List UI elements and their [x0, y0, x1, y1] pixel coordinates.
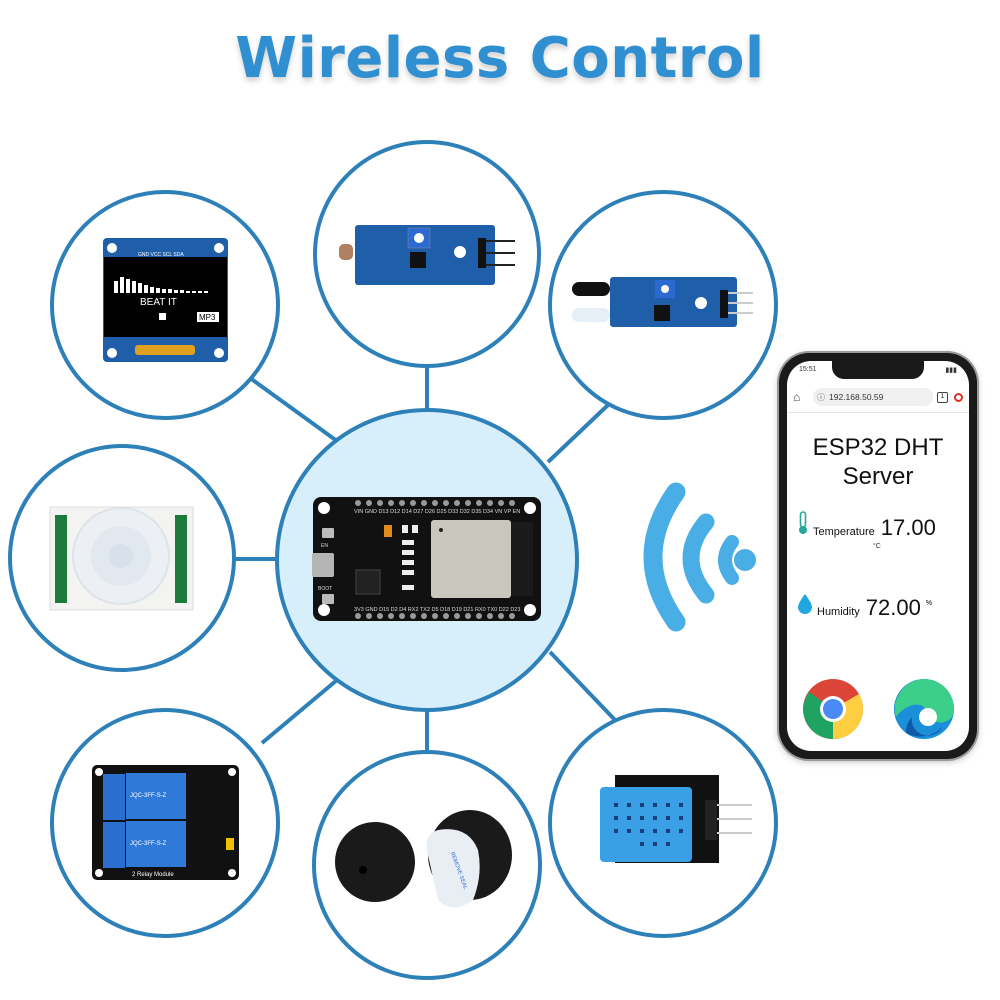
smartphone: 15:51 ▮▮▮ ⌂ ⓘ 192.168.50.59 1 ESP32 DHT …	[779, 353, 977, 759]
svg-text:2 Relay Module: 2 Relay Module	[132, 872, 174, 878]
svg-text:VIN GND D13 D12 D14 D27 D26 D2: VIN GND D13 D12 D14 D27 D26 D25 D33 D32 …	[354, 509, 520, 515]
temperature-unit: °C	[873, 543, 881, 550]
temperature-value: 17.00	[880, 515, 936, 540]
svg-text:3V3 GND D15 D2 D4 RX2 TX2 D5 D: 3V3 GND D15 D2 D4 RX2 TX2 D5 D18 D19 D21…	[354, 607, 520, 613]
chrome-icon[interactable]	[801, 677, 865, 741]
humidity-unit: %	[925, 600, 933, 607]
home-icon[interactable]: ⌂	[793, 390, 801, 404]
wifi-signal-icon	[643, 482, 756, 632]
status-time: 15:51	[799, 366, 817, 373]
buzzer-module: REMOVE SEAL	[335, 810, 512, 908]
svg-text:EN: EN	[321, 543, 328, 549]
edge-icon[interactable]	[892, 677, 956, 741]
svg-text:JQC-3FF-S-Z: JQC-3FF-S-Z	[130, 841, 167, 847]
phone-notch	[832, 361, 924, 379]
page-heading: ESP32 DHT Server	[787, 433, 969, 491]
url-text: 192.168.50.59	[829, 392, 884, 402]
pir-module	[49, 506, 194, 611]
svg-text:BOOT: BOOT	[318, 586, 332, 592]
svg-text:MP3: MP3	[199, 313, 216, 322]
heading-line-2: Server	[842, 463, 914, 490]
browser-toolbar: ⌂ ⓘ 192.168.50.59 1	[793, 386, 963, 408]
relay-module: JQC-3FF-S-Z JQC-3FF-S-Z 2 Relay Module	[92, 765, 239, 880]
humidity-value: 72.00	[865, 595, 921, 620]
dht-module	[600, 775, 752, 863]
phone-screen: 15:51 ▮▮▮ ⌂ ⓘ 192.168.50.59 1 ESP32 DHT …	[787, 361, 969, 751]
temperature-row: Temperature 17.00	[797, 511, 936, 541]
temperature-label: Temperature	[813, 526, 875, 538]
opera-menu-icon[interactable]	[954, 392, 963, 402]
tabs-count-icon[interactable]: 1	[937, 391, 948, 403]
browser-icons	[787, 677, 969, 741]
toolbar-divider	[787, 412, 969, 413]
ir-module	[572, 277, 753, 327]
info-icon: ⓘ	[817, 392, 825, 402]
circle-buzzer	[312, 750, 542, 980]
humidity-row: Humidity 72.00 %	[797, 593, 932, 621]
heading-line-1: ESP32 DHT	[812, 434, 944, 461]
esp32-board: VIN GND D13 D12 D14 D27 D26 D25 D33 D32 …	[312, 497, 541, 621]
oled-module: BEAT IT MP3 GND VCC SCL SDA	[103, 238, 228, 362]
connector-lines	[234, 366, 617, 752]
url-bar[interactable]: ⓘ 192.168.50.59	[813, 388, 933, 406]
thermometer-icon	[799, 511, 807, 534]
ldr-module	[339, 225, 515, 285]
page-title: Wireless Control	[235, 26, 765, 91]
water-drop-icon	[798, 594, 812, 614]
svg-text:BEAT IT: BEAT IT	[140, 297, 177, 308]
svg-text:JQC-3FF-S-Z: JQC-3FF-S-Z	[130, 793, 167, 799]
battery-icon: ▮▮▮	[945, 367, 957, 374]
svg-text:GND VCC SCL SDA: GND VCC SCL SDA	[138, 252, 184, 258]
humidity-label: Humidity	[817, 606, 860, 618]
